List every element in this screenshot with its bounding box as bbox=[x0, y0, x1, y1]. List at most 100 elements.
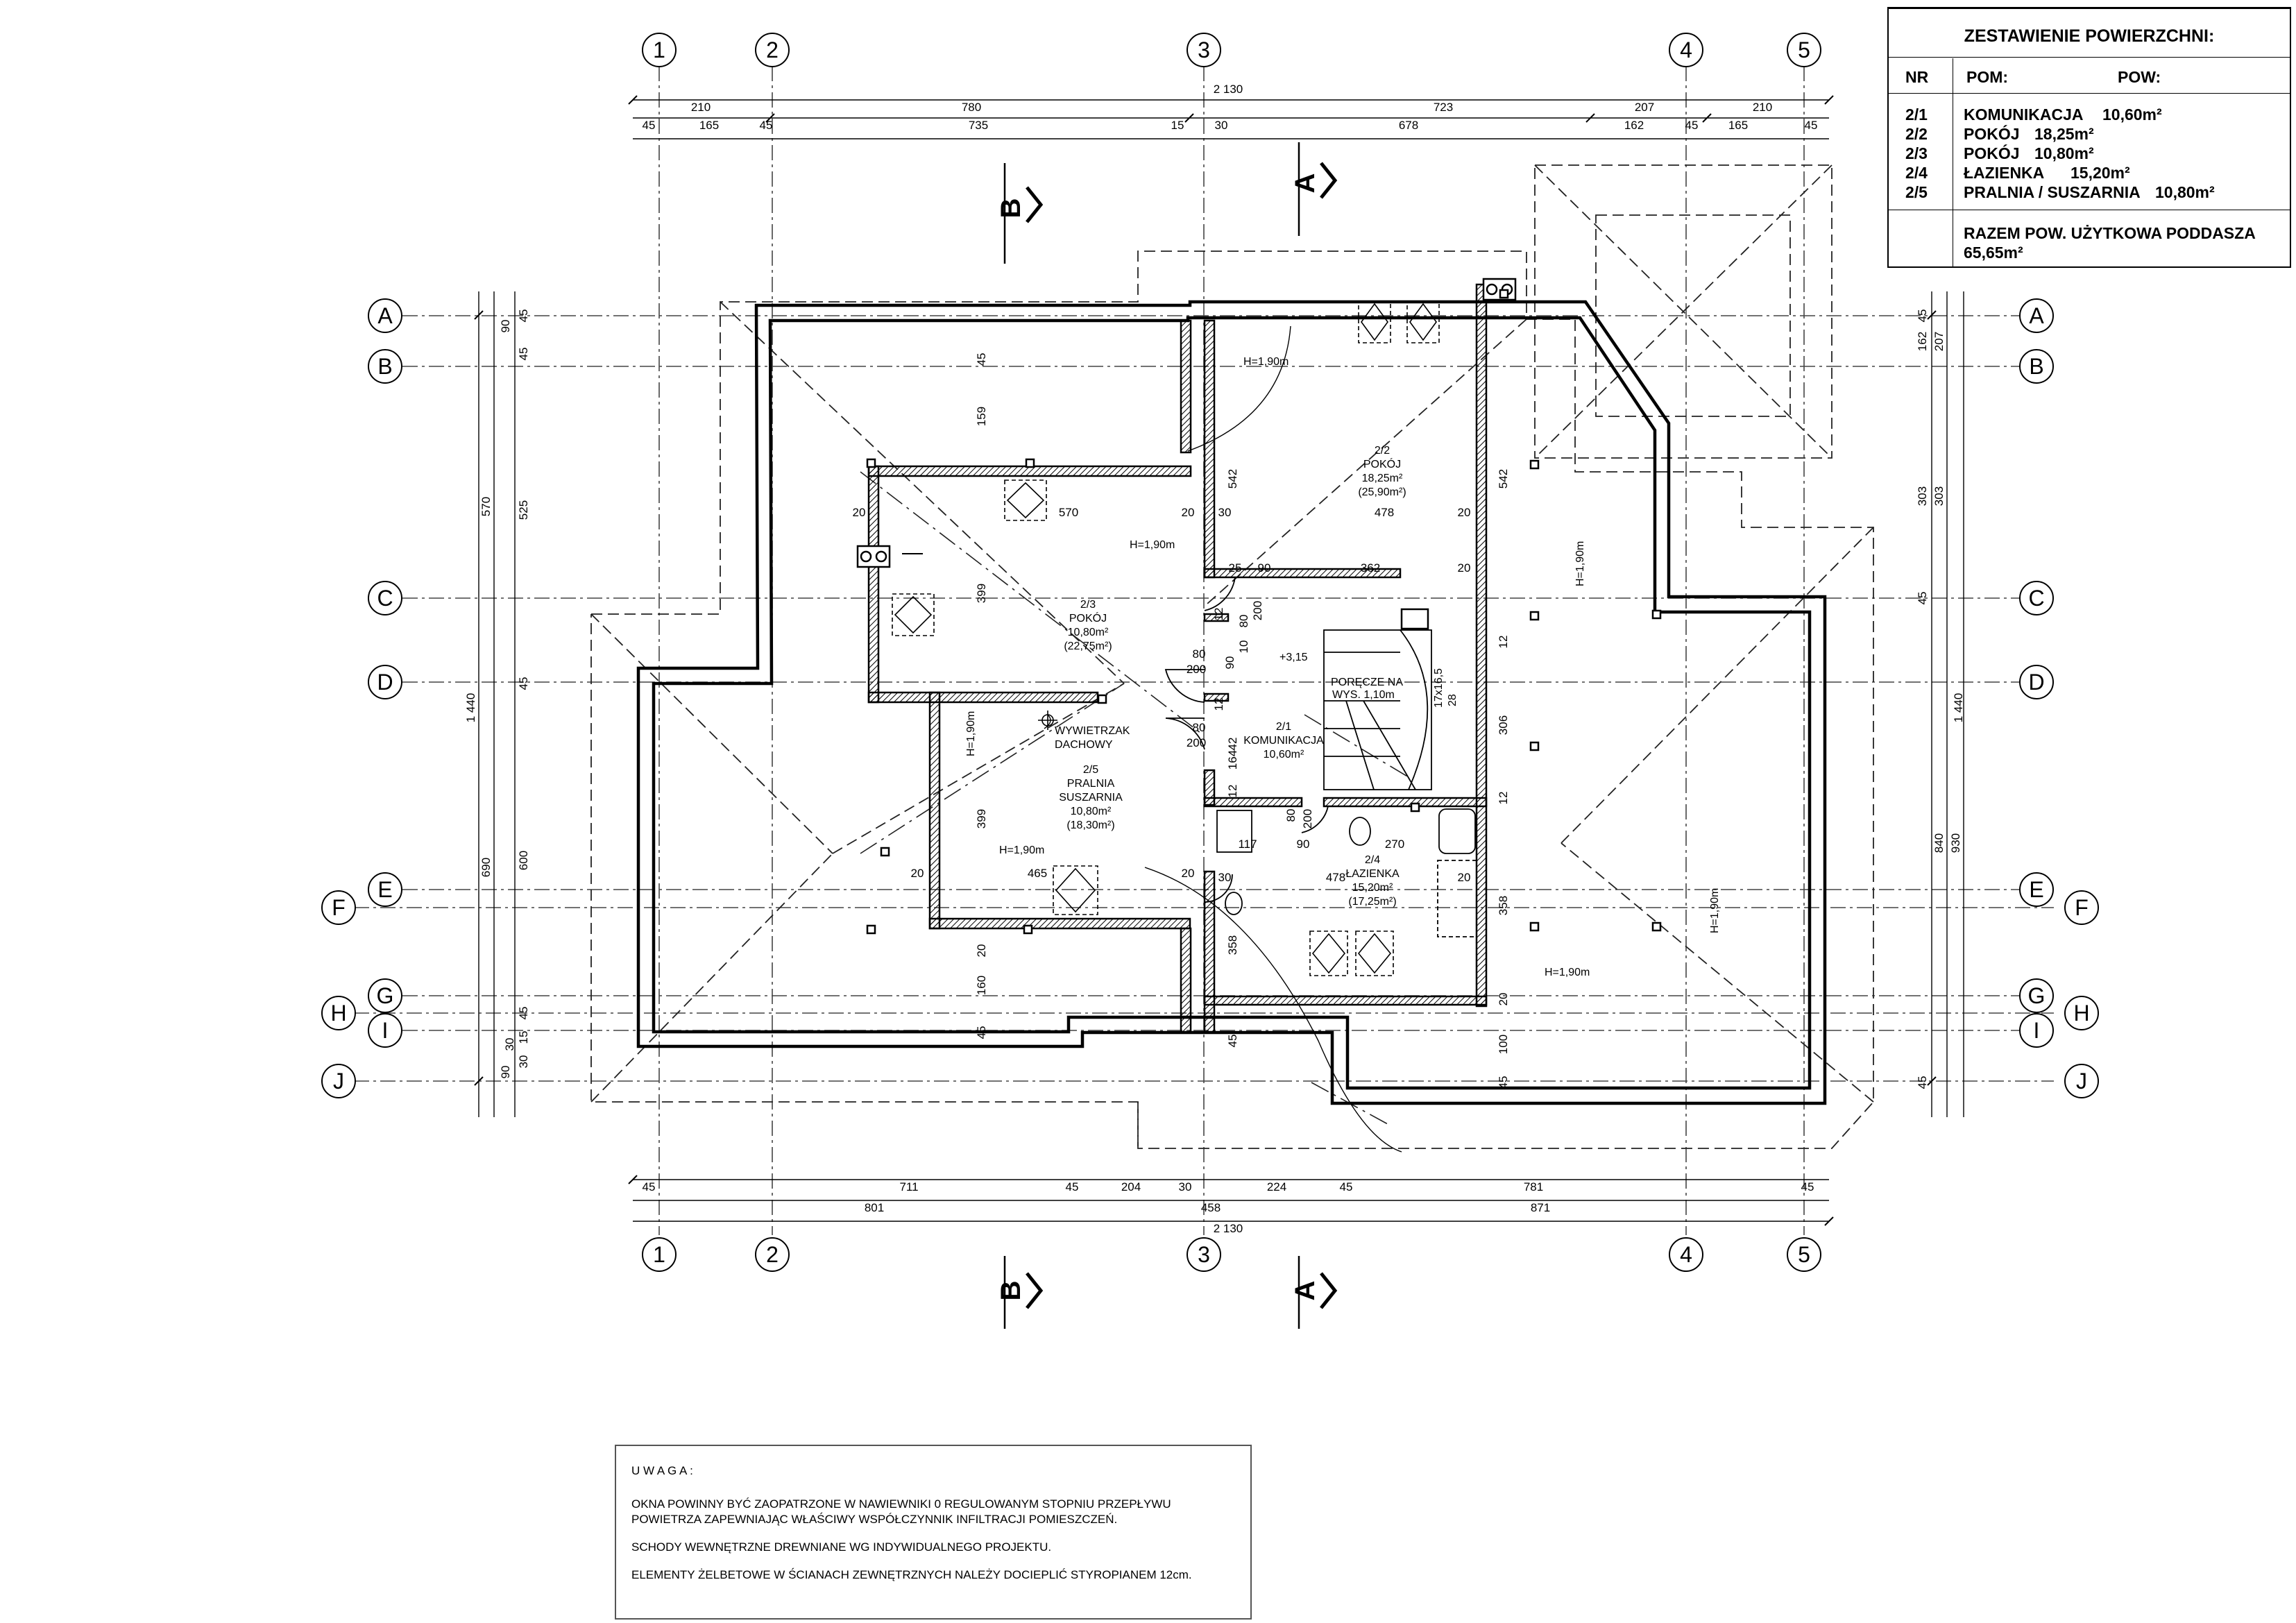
staircase bbox=[1323, 629, 1432, 790]
axis-row-c-left: C bbox=[377, 586, 393, 611]
dim-bot-total: 2 130 bbox=[1214, 1222, 1243, 1235]
dim-bot2-3: 871 bbox=[1531, 1201, 1550, 1214]
dim-right-in-2: 162 bbox=[1916, 332, 1929, 351]
dim-int-7: 20 bbox=[911, 867, 924, 880]
height-label-6: H=1,90m bbox=[965, 711, 977, 756]
axis-row-h-left: H bbox=[330, 1001, 346, 1026]
summary-col-pom: POM: bbox=[1966, 68, 2009, 86]
dim-int-3: 20 bbox=[853, 506, 866, 519]
summary-row-nr: 2/3 bbox=[1905, 144, 1928, 162]
section-a-top-label: A bbox=[1290, 173, 1320, 194]
dim-int-45: 358 bbox=[1226, 935, 1239, 955]
dim-right-mid-2: 303 bbox=[1932, 486, 1946, 506]
summary-row-pow: 15,20m² bbox=[2070, 164, 2130, 182]
dim-top2-7: 678 bbox=[1399, 119, 1418, 132]
dim-right-mid-1: 207 bbox=[1932, 332, 1946, 351]
room-2-3-name: POKÓJ bbox=[1069, 611, 1107, 624]
room-2-2-gross: (25,90m²) bbox=[1358, 486, 1406, 498]
dim-bot-1: 45 bbox=[643, 1180, 656, 1193]
dim-int-1: 159 bbox=[975, 407, 988, 426]
inner-walls bbox=[867, 283, 1488, 1034]
dim-left-in-7: 45 bbox=[517, 1007, 530, 1020]
note-title: U W A G A : bbox=[631, 1464, 693, 1477]
dim-int-6: 399 bbox=[975, 809, 988, 829]
summary-row: 2/5 PRALNIA / SUSZARNIA 10,80m² bbox=[1889, 183, 2290, 201]
dim-bot-8: 781 bbox=[1524, 1180, 1543, 1193]
dimension-lines bbox=[478, 99, 1964, 1222]
stair-level-label: +3,15 bbox=[1279, 652, 1308, 663]
room-2-5-name-1: PRALNIA bbox=[1067, 778, 1115, 790]
summary-row-pom: KOMUNIKACJA bbox=[1964, 105, 2084, 124]
dim-int-35: 117 bbox=[1238, 838, 1257, 851]
dim-int-51: 20 bbox=[1497, 993, 1510, 1006]
dim-right-in-5: 930 bbox=[1949, 833, 1962, 853]
dim-top2-5: 15 bbox=[1171, 119, 1184, 132]
dim-int-47: 20 bbox=[1458, 871, 1471, 884]
dim-left-in-11: 90 bbox=[499, 1066, 512, 1079]
room-2-1-area: 10,60m² bbox=[1264, 749, 1304, 760]
summary-row-nr: 2/2 bbox=[1905, 125, 1928, 143]
axis-row-f-right: F bbox=[2075, 895, 2089, 920]
dim-top2-11: 45 bbox=[1805, 119, 1818, 132]
room-2-4-area: 15,20m² bbox=[1352, 882, 1393, 894]
dim-int-33: 164 bbox=[1226, 750, 1239, 770]
room-2-2-id: 2/2 bbox=[1375, 445, 1390, 457]
room-2-5-id: 2/5 bbox=[1083, 764, 1098, 776]
summary-row-pow: 10,60m² bbox=[2102, 105, 2162, 124]
axis-row-b-left: B bbox=[377, 354, 392, 379]
section-lines bbox=[1003, 142, 1338, 1329]
bathroom-fixtures bbox=[1216, 808, 1477, 937]
posts bbox=[866, 289, 1662, 935]
dim-bot-7: 45 bbox=[1340, 1180, 1353, 1193]
dim-right-in-6: 45 bbox=[1916, 1076, 1929, 1089]
dim-bot2-1: 801 bbox=[865, 1201, 884, 1214]
dim-int-32: 42 bbox=[1226, 738, 1239, 751]
room-2-5-area: 10,80m² bbox=[1071, 806, 1112, 817]
dim-right-outer: 1 440 bbox=[1952, 693, 1965, 723]
dim-top2-6: 30 bbox=[1215, 119, 1228, 132]
dim-right-in-3: 303 bbox=[1916, 486, 1929, 506]
height-label-3: H=1,90m bbox=[999, 844, 1044, 856]
axis-row-j-left: J bbox=[333, 1069, 344, 1094]
dim-int-50: 45 bbox=[1497, 1076, 1510, 1089]
dim-int-5: 399 bbox=[975, 584, 988, 603]
note-line-3: SCHODY WEWNĘTRZNE DREWNIANE WG INDYWIDUA… bbox=[631, 1540, 1052, 1554]
dim-int-38: 200 bbox=[1301, 809, 1314, 829]
summary-row-nr: 2/1 bbox=[1905, 105, 1928, 124]
dim-top2-1: 45 bbox=[643, 119, 656, 132]
area-summary-table: ZESTAWIENIE POWIERZCHNI: NR POM: POW: 2/… bbox=[1887, 7, 2291, 268]
dimension-ticks bbox=[474, 95, 1937, 1226]
dim-int-26: 90 bbox=[1223, 656, 1236, 670]
dim-int-11: 45 bbox=[975, 353, 988, 366]
dim-int-16: 30 bbox=[1218, 506, 1232, 519]
dim-top2-3: 45 bbox=[760, 119, 773, 132]
dim-int-8: 465 bbox=[1028, 867, 1047, 880]
dim-int-42: 12 bbox=[1497, 792, 1510, 805]
note-line-1: OKNA POWINNY BYĆ ZAOPATRZONE W NAWIEWNIK… bbox=[631, 1497, 1171, 1511]
dim-top2-9: 45 bbox=[1685, 119, 1699, 132]
summary-row-pom: ŁAZIENKA bbox=[1964, 164, 2045, 182]
dim-int-24: 200 bbox=[1251, 601, 1264, 620]
room-2-2-area: 18,25m² bbox=[1362, 473, 1403, 484]
axis-row-e-right: E bbox=[2029, 877, 2043, 902]
dim-left-mid-1: 570 bbox=[479, 497, 493, 516]
note-box: U W A G A : OKNA POWINNY BYĆ ZAOPATRZONE… bbox=[615, 1445, 1252, 1620]
summary-col-nr: NR bbox=[1905, 68, 1929, 86]
axis-col-4-top: 4 bbox=[1680, 37, 1692, 62]
room-2-3-area: 10,80m² bbox=[1068, 627, 1109, 638]
dim-top2-10: 165 bbox=[1728, 119, 1748, 132]
vent-label-2: DACHOWY bbox=[1055, 739, 1113, 751]
height-label-7: H=1,90m bbox=[1709, 888, 1721, 933]
room-2-1-id: 2/1 bbox=[1276, 721, 1291, 733]
dim-int-9: 20 bbox=[1182, 867, 1195, 880]
dim-top2-2: 165 bbox=[699, 119, 719, 132]
height-label-2: H=1,90m bbox=[1130, 539, 1175, 551]
dim-int-15: 478 bbox=[1375, 506, 1394, 519]
dim-left-in-6: 600 bbox=[517, 851, 530, 870]
dim-int-31: 12 bbox=[1212, 698, 1225, 711]
summary-row-nr: 2/4 bbox=[1905, 164, 1928, 182]
dim-int-52: 20 bbox=[975, 944, 988, 958]
dim-top-3: 723 bbox=[1434, 101, 1453, 114]
axis-row-f-left: F bbox=[332, 895, 346, 920]
axis-col-1-bottom: 1 bbox=[653, 1242, 665, 1267]
